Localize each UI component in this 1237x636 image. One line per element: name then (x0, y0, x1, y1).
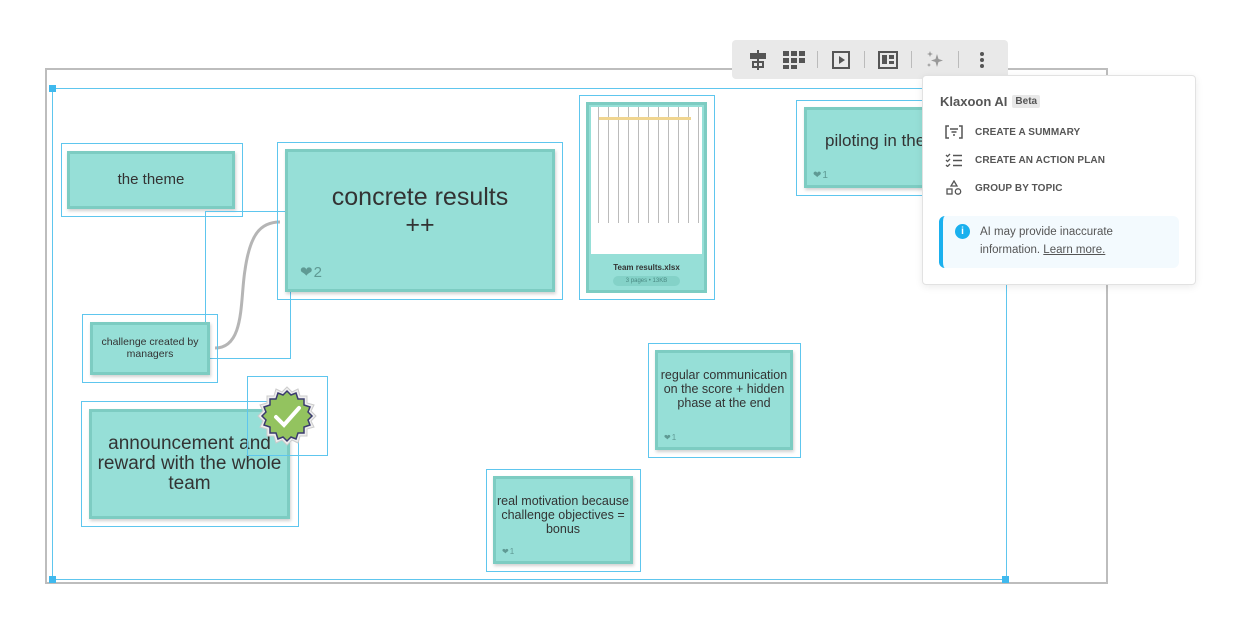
note-outline (277, 142, 563, 300)
note-regular-communication[interactable]: regular communication on the score + hid… (655, 350, 793, 450)
like-count: 1 (509, 547, 515, 557)
resize-handle[interactable] (49, 576, 56, 583)
file-name: Team results.xlsx (613, 263, 680, 272)
note-text: announcement and reward with the whole t… (97, 433, 282, 494)
heart-icon[interactable]: ❤ (502, 547, 509, 557)
shapes-icon (946, 180, 962, 195)
note-outline (486, 469, 641, 572)
heart-icon[interactable]: ❤ (813, 170, 822, 181)
note-text: the theme (117, 170, 185, 188)
note-outline (81, 401, 299, 527)
heart-icon[interactable]: ❤ (664, 433, 671, 443)
present-icon (832, 50, 851, 69)
beta-badge: Beta (1012, 95, 1041, 108)
menu-label: GROUP BY TOPIC (975, 182, 1063, 194)
panel-title: Klaxoon AI (940, 94, 1008, 109)
note-outline (82, 314, 218, 383)
menu-label: CREATE AN ACTION PLAN (975, 154, 1106, 166)
more-icon (979, 51, 984, 68)
note-text: piloting in the (825, 131, 926, 150)
summary-icon (945, 125, 963, 139)
selection-box[interactable] (52, 88, 1007, 580)
ai-disclaimer: i AI may provide inaccurate information.… (939, 216, 1179, 268)
check-badge-icon[interactable] (256, 385, 318, 447)
info-icon: i (955, 224, 970, 239)
note-text: challenge created by managers (101, 335, 199, 360)
connector-line[interactable] (200, 210, 290, 360)
frame-button[interactable] (870, 40, 906, 79)
like-count: 1 (822, 170, 828, 181)
note-outline (61, 143, 243, 217)
sticker-outline (247, 376, 328, 456)
file-card[interactable]: Team results.xlsx 3 pages • 13KB (586, 102, 707, 293)
note-real-motivation[interactable]: real motivation because challenge object… (493, 476, 633, 564)
grid-icon (783, 50, 806, 69)
grid-button[interactable] (776, 40, 812, 79)
note-text: regular communication on the score + hid… (660, 368, 788, 410)
klaxoon-ai-panel: Klaxoon AI Beta CREATE A SUMMARY CREATE … (922, 75, 1196, 285)
selection-toolbar (732, 40, 1008, 79)
resize-handle[interactable] (49, 85, 56, 92)
note-text: real motivation because challenge object… (496, 494, 630, 536)
resize-handle[interactable] (1002, 576, 1009, 583)
note-the-theme[interactable]: the theme (67, 151, 235, 209)
group-by-topic-item[interactable]: GROUP BY TOPIC (923, 174, 1195, 202)
note-challenge[interactable]: challenge created by managers (90, 322, 210, 375)
present-button[interactable] (823, 40, 859, 79)
like-count: 1 (671, 433, 677, 443)
ai-button[interactable] (917, 40, 953, 79)
note-outline (648, 343, 801, 458)
file-outline (579, 95, 715, 300)
note-announcement[interactable]: announcement and reward with the whole t… (89, 409, 290, 519)
checklist-icon (945, 153, 962, 167)
file-meta: 3 pages • 13KB (613, 276, 680, 286)
heart-icon[interactable]: ❤ (300, 263, 313, 281)
note-concrete-results[interactable]: concrete results ++ ❤2 (285, 149, 555, 292)
menu-label: CREATE A SUMMARY (975, 126, 1081, 138)
notice-text: AI may provide inaccurate information. (980, 226, 1113, 256)
board-frame (45, 68, 1108, 584)
create-action-plan-item[interactable]: CREATE AN ACTION PLAN (923, 146, 1195, 174)
more-button[interactable] (964, 40, 1000, 79)
ai-sparkle-icon (927, 50, 943, 67)
align-button[interactable] (740, 40, 776, 79)
learn-more-link[interactable]: Learn more. (1043, 244, 1106, 256)
note-text: concrete results ++ (331, 183, 509, 239)
like-count: 2 (313, 263, 322, 281)
align-icon (750, 49, 767, 70)
create-summary-item[interactable]: CREATE A SUMMARY (923, 118, 1195, 146)
frame-icon (878, 50, 899, 69)
